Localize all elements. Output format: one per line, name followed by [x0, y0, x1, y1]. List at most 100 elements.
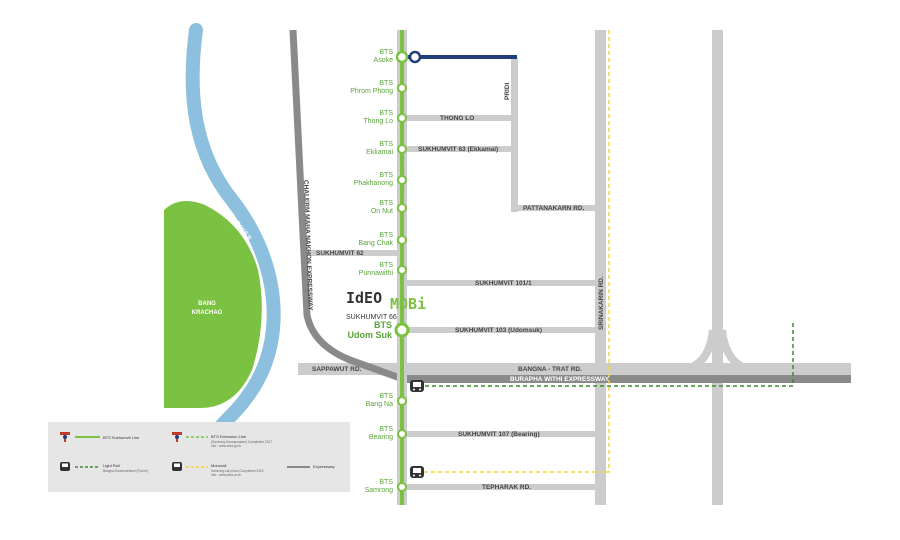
- sukhumvit103-road: [402, 327, 599, 333]
- pattanakarn-road: [511, 205, 599, 211]
- chalerm-expressway: [289, 29, 402, 382]
- bts-logo-icon: [172, 432, 182, 442]
- chao-phraya-river: [185, 23, 281, 437]
- sukhumvit63-road: [402, 146, 512, 152]
- bangna-trat-label: BANGNA - TRAT RD.: [518, 366, 582, 373]
- pridi-road: [511, 58, 518, 212]
- srinakarin-road: [595, 30, 606, 505]
- svg-text:Punnawithi: Punnawithi: [359, 270, 394, 277]
- svg-text:BTS: BTS: [379, 110, 393, 117]
- sukhumvit62-road: [306, 250, 402, 256]
- sukhumvit101-label: SUKHUMVIT 101/1: [475, 280, 532, 287]
- burapha-expressway: [400, 375, 851, 383]
- bangna-trat-road: [298, 363, 851, 375]
- chalerm-expressway-label: CHALERM MAHA NAKHON EXPRESSWAY: [302, 180, 314, 311]
- sappawut-label: SAPPAWUT RD.: [312, 366, 362, 373]
- sukhumvit62-label: SUKHUMVIT 62: [316, 250, 364, 257]
- train-icon: [172, 462, 182, 471]
- legend: BTS Sukhumvit Line BTS Extension Line (S…: [48, 422, 350, 492]
- sukhumvit101-road: [402, 280, 599, 286]
- sukhumvit103-label: SUKHUMVIT 103 (Udomsuk): [455, 327, 542, 334]
- sukhumvit107-label: SUKHUMVIT 107 (Bearing): [458, 431, 540, 438]
- svg-text:Phrom Phong: Phrom Phong: [350, 88, 393, 95]
- svg-text:Bearing: Bearing: [369, 434, 393, 441]
- svg-text:BTS: BTS: [379, 262, 393, 269]
- monorail-yellow-line: [416, 30, 610, 473]
- legend-bts-extension: BTS Extension Line (Samrong-Samutprakarn…: [172, 432, 272, 448]
- svg-text:Bangna-Suvarnabhumi (Future): Bangna-Suvarnabhumi (Future): [103, 469, 148, 473]
- svg-text:Bang Chak: Bang Chak: [358, 240, 393, 247]
- svg-text:Thong Lo: Thong Lo: [363, 118, 393, 125]
- station-asoke: BTS Asoke: [374, 49, 409, 64]
- project-logo: IdEO MOBi SUKHUMVIT 66: [346, 289, 426, 321]
- brand-part2: MOBi: [390, 295, 426, 313]
- brand-part1: IdEO: [346, 289, 382, 307]
- station-phrom-phong: BTS Phrom Phong: [350, 80, 407, 95]
- tepharak-road: [402, 484, 599, 490]
- svg-text:Bang Na: Bang Na: [366, 401, 393, 408]
- monorail-train-icon: [410, 466, 424, 478]
- station-udom-suk: BTS Udom Suk: [347, 320, 410, 340]
- svg-text:Samrong-Lat phrao Completion 2: Samrong-Lat phrao Completion 2019: [211, 469, 264, 473]
- light-rail-line: [418, 320, 794, 387]
- station-on-nut: BTS On Nut: [371, 200, 407, 215]
- svg-text:BTS Sukhumvit Line: BTS Sukhumvit Line: [103, 435, 140, 440]
- svg-text:BTS: BTS: [379, 200, 393, 207]
- bang-krachao-label-2: KRACHAO: [192, 310, 223, 316]
- station-line-label: BTS: [379, 49, 393, 56]
- sukhumvit63-label: SUKHUMVIT 63 (Ekkamai): [418, 146, 498, 153]
- svg-text:(Samrong-Samutprakarn) Complet: (Samrong-Samutprakarn) Completion 2017: [211, 440, 272, 444]
- svg-text:BTS: BTS: [379, 479, 393, 486]
- station-ekkamai: BTS Ekkamai: [366, 141, 407, 156]
- far-east-road-curve-left: [688, 329, 717, 372]
- far-east-road: [712, 30, 723, 505]
- bang-krachao-label-1: BANG: [198, 301, 216, 307]
- tepharak-label: TEPHARAK RD.: [482, 484, 531, 491]
- svg-text:BTS: BTS: [379, 141, 393, 148]
- legend-bts-sukhumvit: BTS Sukhumvit Line: [60, 432, 140, 442]
- svg-text:Light Rail: Light Rail: [103, 463, 120, 468]
- burapha-label: BURAPHA WITHI EXPRESSWAY: [510, 376, 610, 383]
- mrt-interchange-icon: [408, 50, 422, 64]
- legend-monorail: Monorail Samrong-Lat phrao Completion 20…: [172, 462, 264, 477]
- thong-lo-label: THONG LO: [440, 115, 474, 122]
- station-bang-na: BTS Bang Na: [366, 393, 407, 408]
- svg-text:BTS: BTS: [379, 232, 393, 239]
- svg-text:Ekkamai: Ekkamai: [366, 149, 393, 156]
- svg-text:Info : www.mrta.co.th: Info : www.mrta.co.th: [211, 473, 241, 477]
- station-punnawithi: BTS Punnawithi: [359, 262, 407, 277]
- svg-text:BTS: BTS: [379, 393, 393, 400]
- svg-text:BTS Extension Line: BTS Extension Line: [211, 434, 247, 439]
- bang-krachao-park: [164, 201, 262, 408]
- svg-text:Phakhanong: Phakhanong: [354, 180, 393, 187]
- svg-text:BTS: BTS: [379, 426, 393, 433]
- svg-text:Expressway: Expressway: [313, 464, 335, 469]
- pridi-label: PRIDI: [504, 82, 511, 100]
- station-bang-chak: BTS Bang Chak: [358, 232, 407, 247]
- station-thong-lo: BTS Thong Lo: [363, 110, 407, 125]
- svg-text:Info : www.mrta.go.th: Info : www.mrta.go.th: [211, 444, 241, 448]
- svg-text:Monorail: Monorail: [211, 463, 226, 468]
- legend-light-rail: Light Rail Bangna-Suvarnabhumi (Future): [60, 462, 148, 473]
- bts-logo-icon: [60, 432, 70, 442]
- pattanakarn-label: PATTANAKARN RD.: [523, 205, 585, 212]
- svg-text:BTS: BTS: [379, 80, 393, 87]
- station-samrong: BTS Samrong: [365, 479, 407, 494]
- svg-text:BTS: BTS: [379, 172, 393, 179]
- station-phakhanong: BTS Phakhanong: [354, 172, 407, 187]
- svg-text:Samrong: Samrong: [365, 487, 394, 494]
- train-icon: [60, 462, 70, 471]
- svg-text:On Nut: On Nut: [371, 208, 393, 215]
- thong-lo-road: [402, 115, 512, 121]
- light-rail-train-icon: [410, 380, 424, 392]
- station-name-label: Asoke: [374, 57, 394, 64]
- legend-expressway: Expressway: [287, 464, 335, 469]
- mrt-blue-line: [402, 55, 517, 59]
- svg-text:Udom Suk: Udom Suk: [347, 330, 392, 340]
- sukhumvit107-road: [402, 431, 599, 437]
- srinakarin-label: SRINAKARIN RD.: [598, 276, 605, 330]
- project-subtitle: SUKHUMVIT 66: [346, 314, 397, 321]
- svg-text:BTS: BTS: [374, 320, 392, 330]
